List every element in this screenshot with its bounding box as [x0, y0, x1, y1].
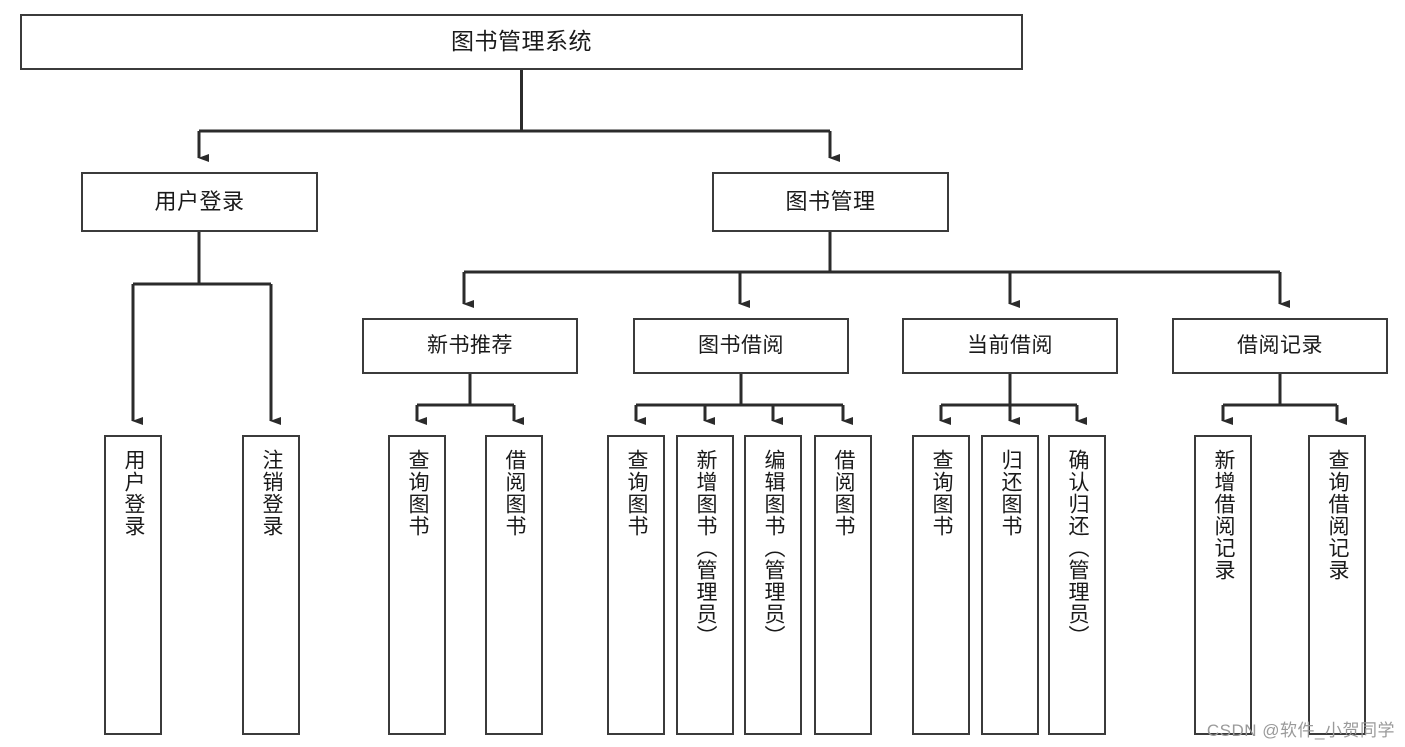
node-label: 图书管理系统 [451, 28, 592, 55]
node-label: 图书管理 [785, 189, 876, 215]
node-label: 新书推荐 [427, 333, 513, 357]
node-new-book-recommend[interactable]: 新书推荐 [362, 318, 578, 374]
leaf-book-borrow-borrow-book[interactable]: 借阅图书 [814, 435, 872, 735]
leaf-book-borrow-query-book[interactable]: 查询图书 [607, 435, 665, 735]
node-label: 借阅记录 [1237, 333, 1323, 357]
node-label: 新增借阅记录 [1212, 449, 1236, 581]
node-label: 用户登录 [154, 189, 245, 215]
node-book-management[interactable]: 图书管理 [712, 172, 949, 232]
leaf-new-book-borrow-book[interactable]: 借阅图书 [485, 435, 543, 735]
node-borrow-record[interactable]: 借阅记录 [1172, 318, 1388, 374]
node-label: 查询借阅记录 [1326, 449, 1350, 581]
leaf-current-borrow-return-book[interactable]: 归还图书 [981, 435, 1039, 735]
node-label: 图书借阅 [698, 333, 784, 357]
csdn-watermark: CSDN @软件_小贺同学 [1206, 721, 1395, 740]
node-label: 借阅图书 [503, 449, 527, 537]
leaf-user-login-login[interactable]: 用户登录 [104, 435, 162, 735]
node-book-borrow[interactable]: 图书借阅 [633, 318, 849, 374]
node-label: 归还图书 [999, 449, 1023, 537]
node-label: 新增图书（管理员） [694, 449, 718, 647]
node-label: 编辑图书（管理员） [762, 449, 786, 647]
leaf-user-login-logout[interactable]: 注销登录 [242, 435, 300, 735]
node-book-management-system[interactable]: 图书管理系统 [20, 14, 1023, 70]
node-label: 查询图书 [930, 449, 954, 537]
node-label: 当前借阅 [967, 333, 1053, 357]
node-label: 借阅图书 [832, 449, 856, 537]
leaf-current-borrow-query-book[interactable]: 查询图书 [912, 435, 970, 735]
node-current-borrow[interactable]: 当前借阅 [902, 318, 1118, 374]
leaf-new-book-query-book[interactable]: 查询图书 [388, 435, 446, 735]
node-label: 注销登录 [260, 449, 284, 537]
leaf-borrow-record-query-record[interactable]: 查询借阅记录 [1308, 435, 1366, 735]
node-label: 确认归还（管理员） [1066, 449, 1090, 647]
leaf-book-borrow-add-book-admin[interactable]: 新增图书（管理员） [676, 435, 734, 735]
leaf-book-borrow-edit-book-admin[interactable]: 编辑图书（管理员） [744, 435, 802, 735]
leaf-borrow-record-add-record[interactable]: 新增借阅记录 [1194, 435, 1252, 735]
node-label: 查询图书 [625, 449, 649, 537]
leaf-current-borrow-confirm-return-admin[interactable]: 确认归还（管理员） [1048, 435, 1106, 735]
node-user-login[interactable]: 用户登录 [81, 172, 318, 232]
node-label: 查询图书 [406, 449, 430, 537]
node-label: 用户登录 [122, 449, 146, 537]
